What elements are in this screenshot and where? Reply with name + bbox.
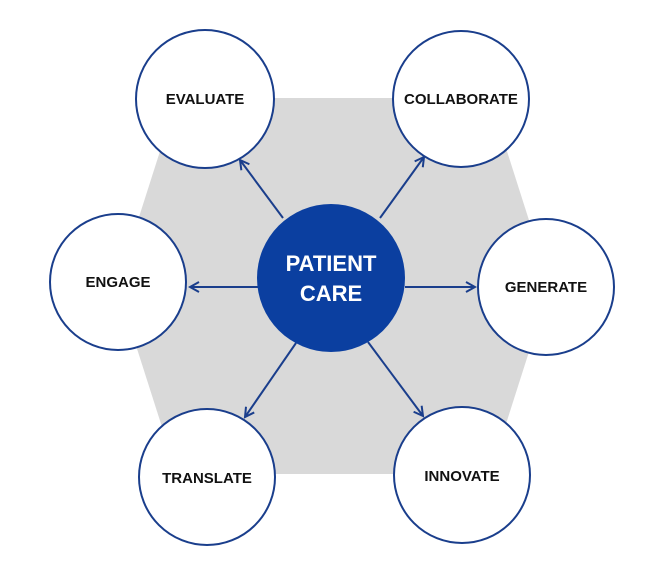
node-circle [135,29,275,169]
node-circle [49,213,187,351]
node-evaluate: EVALUATE [135,29,275,169]
node-engage: ENGAGE [49,213,187,351]
node-innovate: INNOVATE [393,406,531,544]
center-node-patient-care: PATIENT CARE [257,204,405,352]
node-circle [392,30,530,168]
node-circle [393,406,531,544]
node-generate: GENERATE [477,218,615,356]
node-circle [138,408,276,546]
node-label: INNOVATE [424,468,499,485]
center-label-line1: PATIENT [286,251,377,276]
node-translate: TRANSLATE [138,408,276,546]
node-label: GENERATE [505,279,587,296]
arrow-to-innovate [367,341,423,416]
center-circle [257,204,405,352]
node-label: TRANSLATE [162,470,252,487]
arrow-to-evaluate [240,160,284,219]
node-label: ENGAGE [85,274,150,291]
node-label: EVALUATE [166,91,245,108]
center-label-line2: CARE [300,281,362,306]
node-label: COLLABORATE [404,91,518,108]
arrow-to-translate [245,342,297,417]
node-circle [477,218,615,356]
arrow-to-collaborate [379,157,424,219]
node-collaborate: COLLABORATE [392,30,530,168]
